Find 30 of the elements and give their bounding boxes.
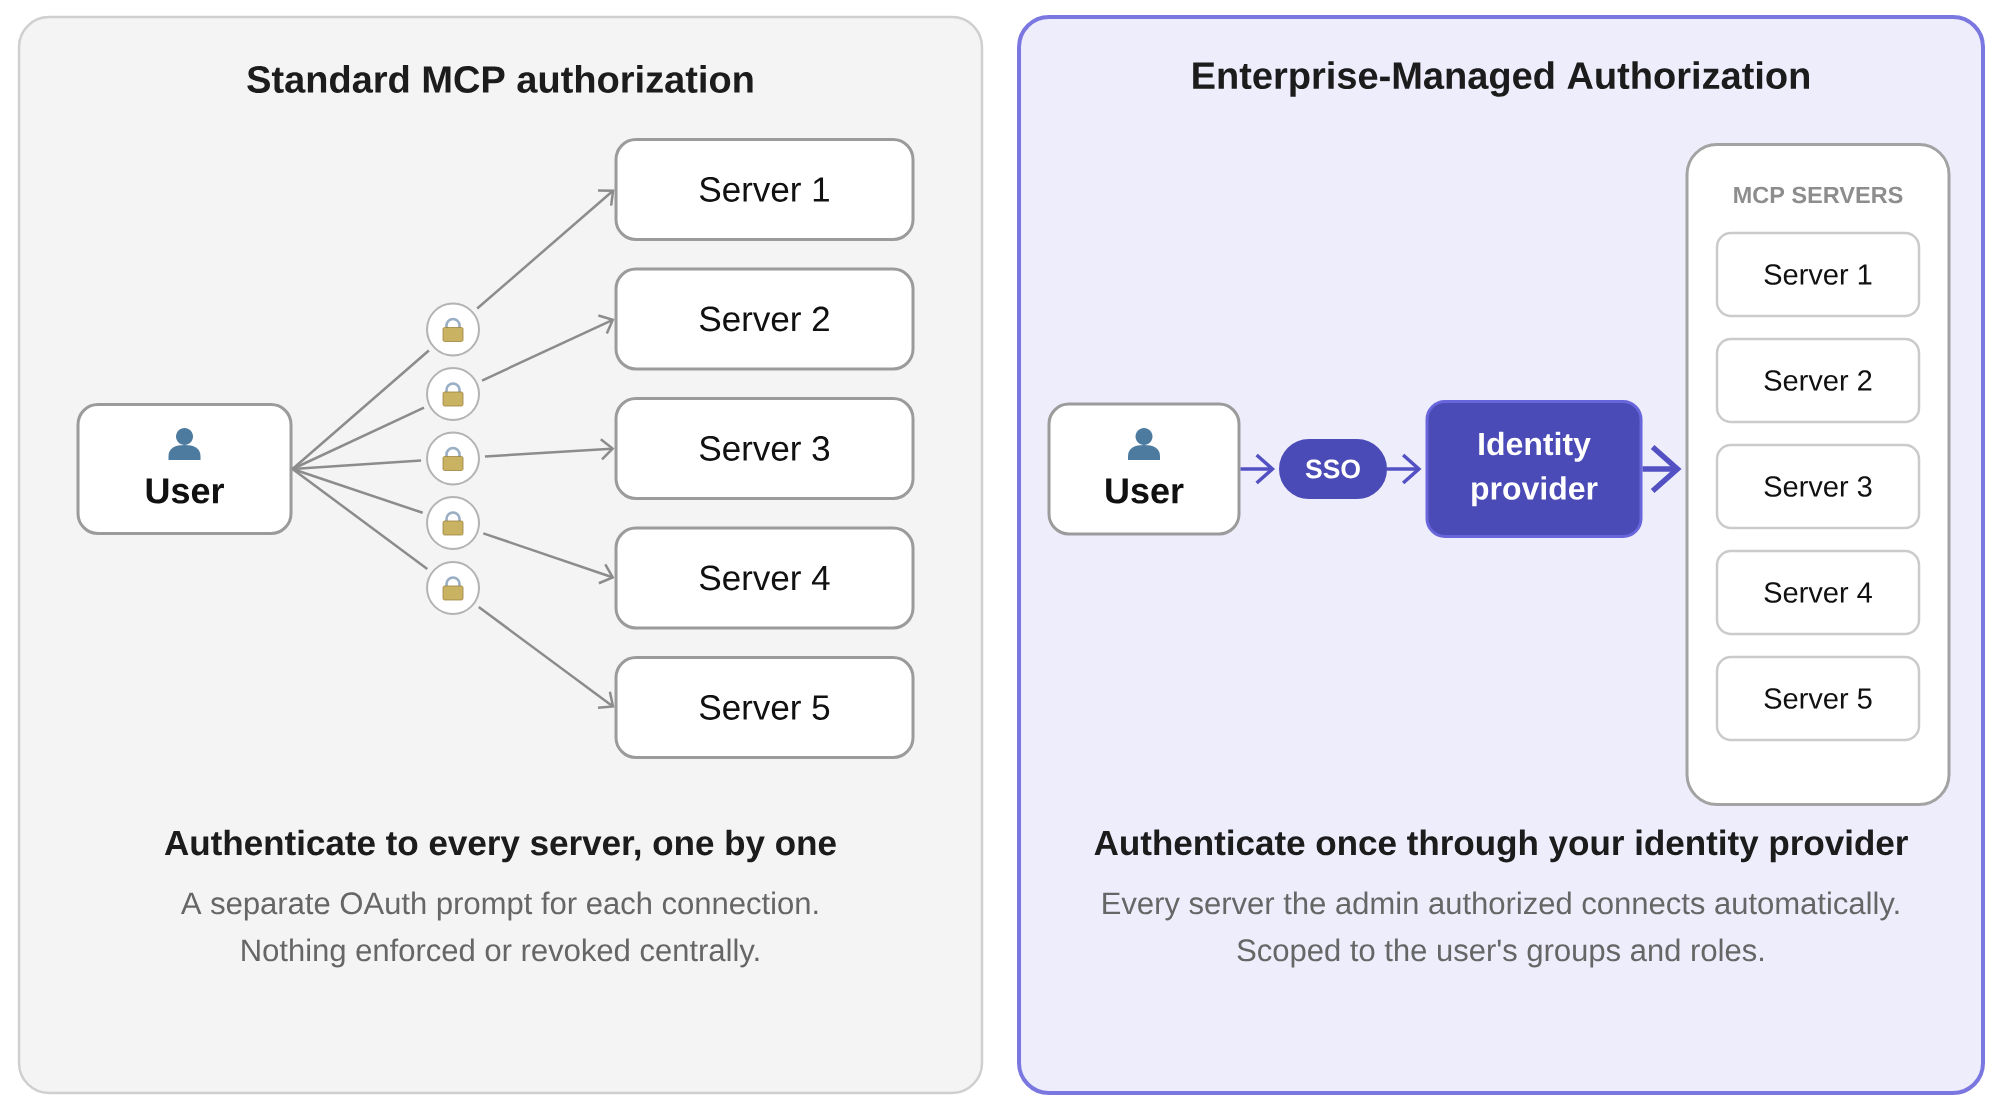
arrow: [476, 189, 615, 310]
server-box: Server 1: [614, 138, 915, 241]
panel-heading: Enterprise-Managed Authorization: [1193, 61, 1809, 97]
connector-line: [291, 406, 425, 471]
description: Every server the admin authorized connects automatically. Scoped to the user's groups and roles.: [1103, 891, 1899, 968]
server-box: Server 4: [1715, 549, 1921, 636]
connector-line: [291, 349, 430, 470]
panel-heading: Standard MCP authorization: [247, 65, 753, 93]
arrow: [482, 532, 615, 585]
user-box: User: [76, 403, 293, 535]
server-box: Server 3: [1715, 443, 1921, 530]
server-box: Server 5: [1715, 655, 1921, 742]
pill-badge: SSO: [1279, 439, 1387, 499]
arrow: [478, 606, 615, 709]
server-box: Server 4: [614, 526, 915, 630]
arrow: [481, 314, 615, 382]
subheading: Authenticate once through your identity provider: [1094, 829, 1908, 863]
group-heading: MCP SERVERS: [1734, 186, 1903, 204]
subheading: Authenticate to every server, one by one: [164, 829, 836, 863]
connector-line: [292, 467, 424, 514]
description: A separate OAuth prompt for each connection. Nothing enforced or revoked centrally.: [180, 891, 818, 968]
server-box: Server 5: [614, 656, 915, 759]
arrow: [484, 438, 615, 461]
user-box: User: [1047, 402, 1241, 536]
server-box: Server 2: [614, 267, 915, 371]
process-box: Identity provider: [1425, 400, 1643, 538]
server-box: Server 3: [614, 397, 915, 500]
connector-line: [291, 468, 429, 570]
server-box: Server 2: [1715, 337, 1921, 424]
server-box: Server 1: [1715, 231, 1921, 318]
